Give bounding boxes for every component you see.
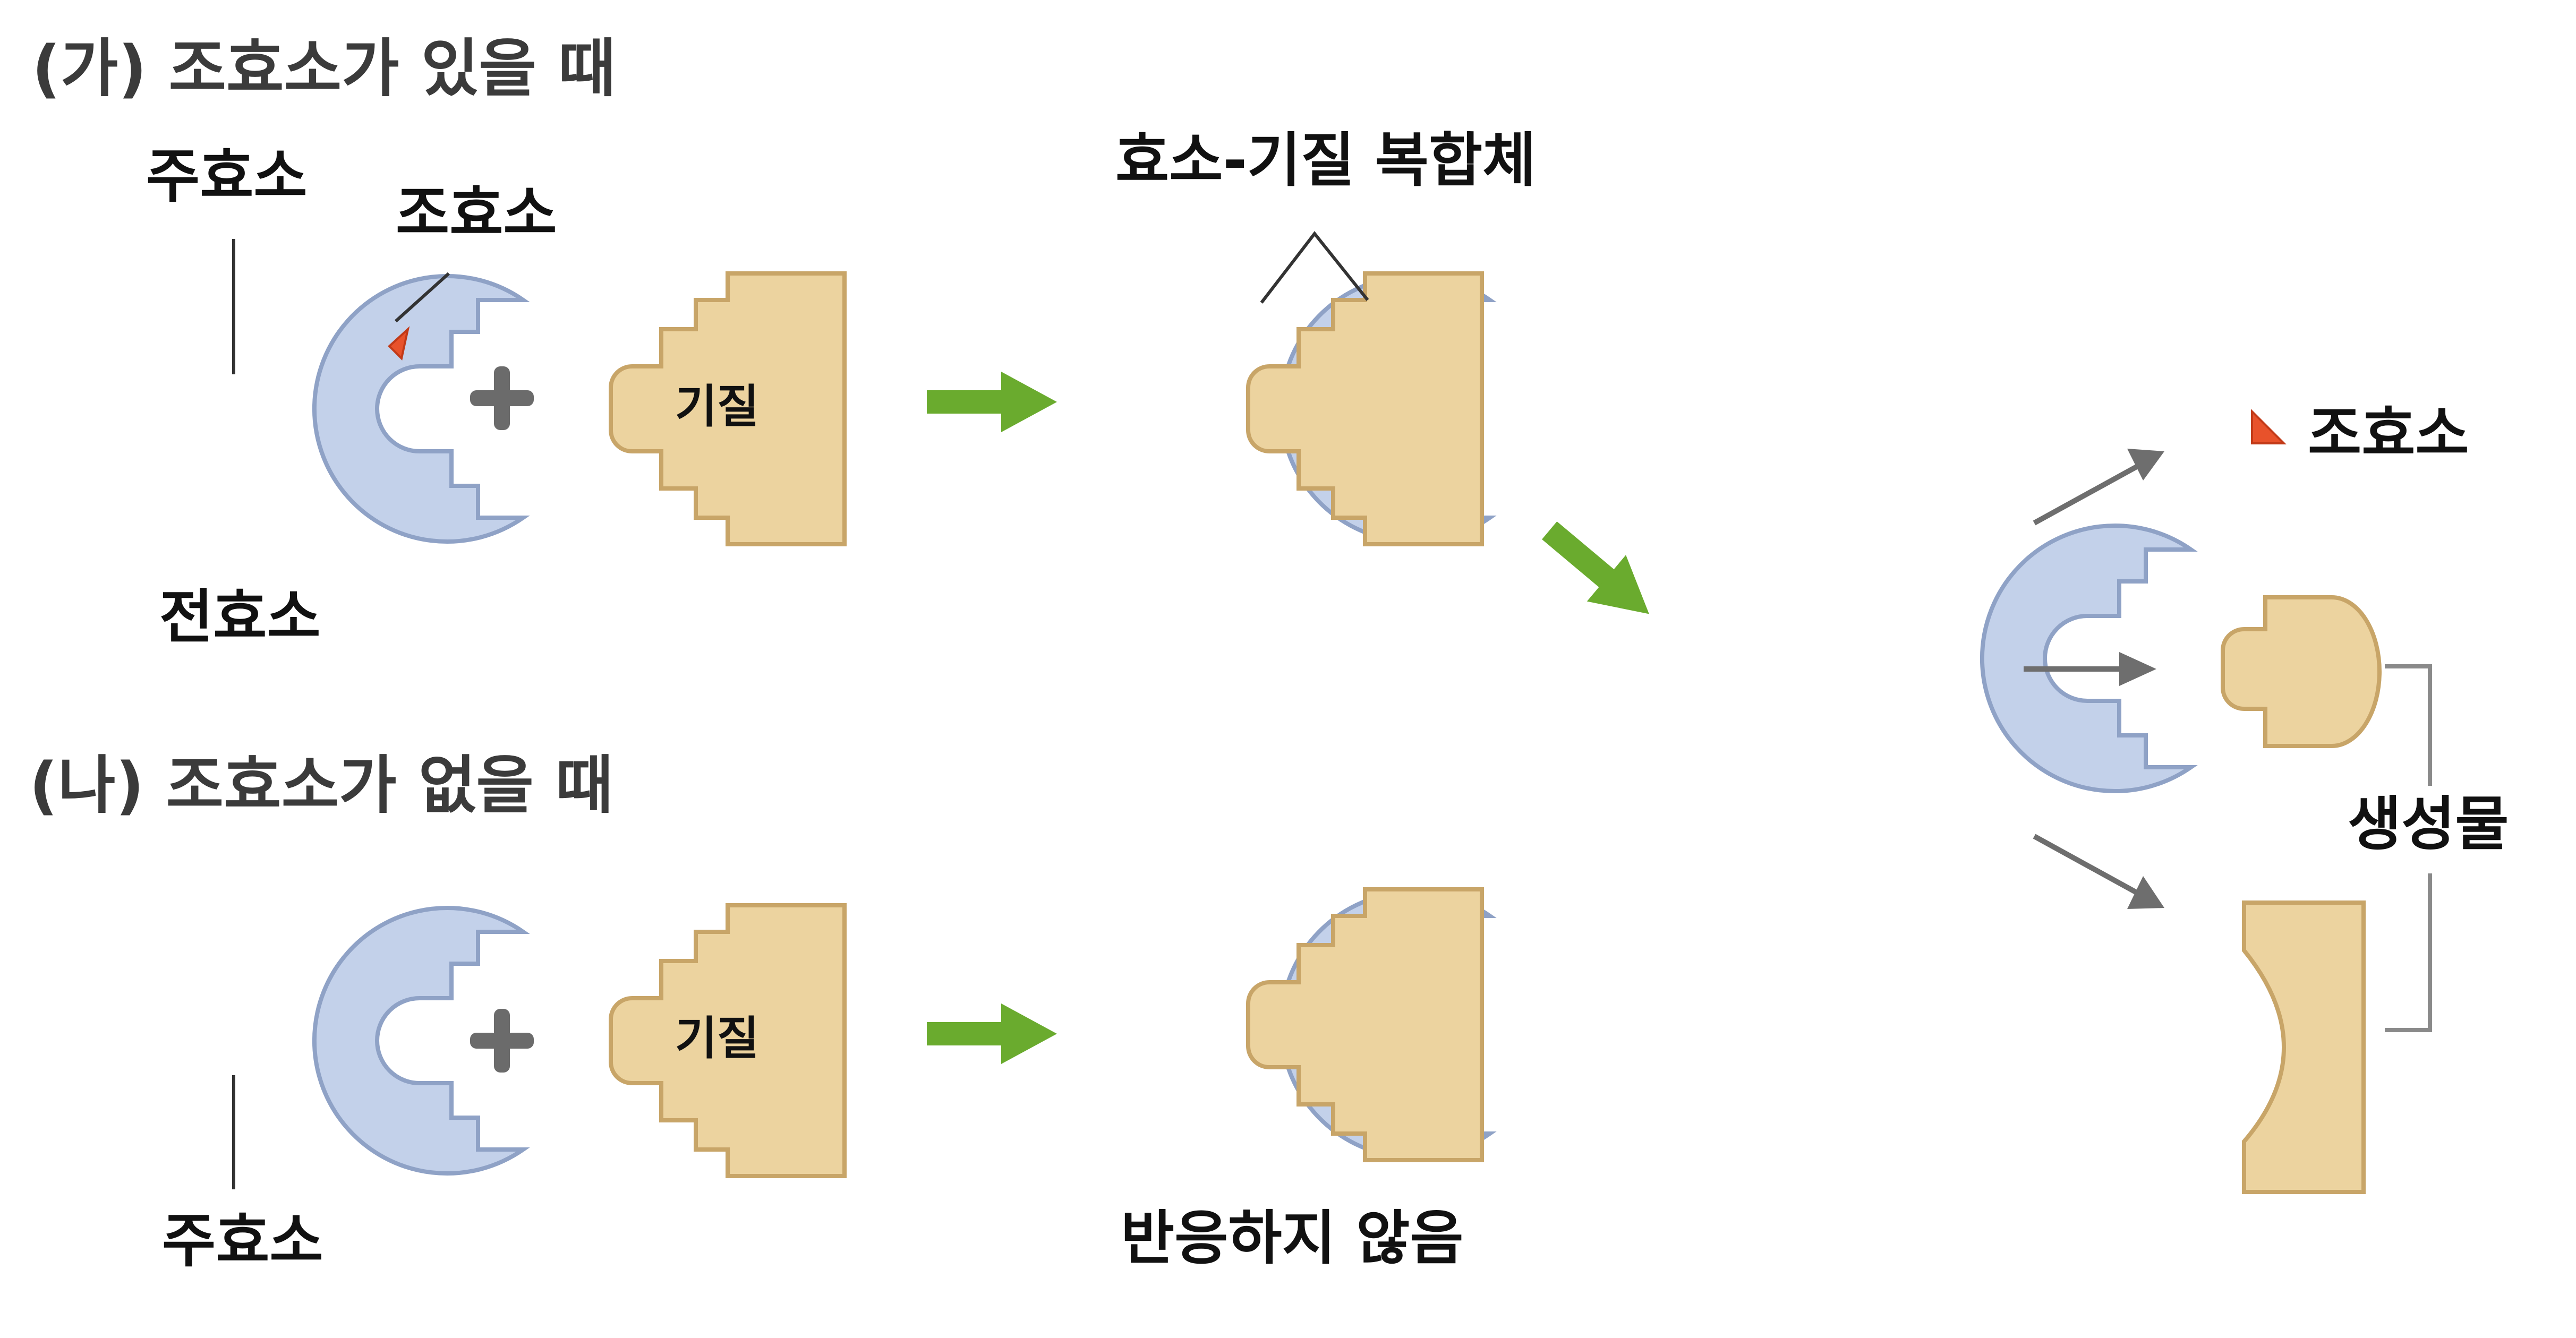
label-products: 생성물 (2348, 790, 2509, 858)
coenzyme-shape-a (388, 326, 410, 361)
leader-es-complex (1260, 231, 1369, 304)
title-without-coenzyme: (나) 조효소가 없을 때 (29, 749, 613, 822)
no-reaction-pair (1248, 889, 1490, 1160)
substrate-b: 기질 (611, 905, 845, 1176)
enzyme-substrate-complex (1248, 273, 1490, 544)
arrow-right-icon-a (927, 372, 1057, 432)
label-substrate-a: 기질 (675, 380, 759, 433)
label-apoenzyme-a: 주효소 (146, 142, 308, 210)
product-1-shape (2221, 595, 2382, 748)
label-coenzyme-a: 조효소 (396, 179, 557, 247)
arrow-right-icon-b (927, 1004, 1057, 1064)
products-bracket-top (2385, 664, 2432, 786)
released-enzyme-shape (1982, 526, 2191, 791)
products-bracket-bottom (2385, 873, 2432, 1032)
title-with-coenzyme: (가) 조효소가 있을 때 (32, 32, 616, 105)
label-es-complex: 효소-기질 복합체 (1115, 126, 1536, 194)
label-holoenzyme: 전효소 (159, 583, 321, 651)
label-apoenzyme-b: 주효소 (162, 1207, 323, 1275)
plus-icon-b (470, 1009, 534, 1073)
arrow-to-product-1-icon (2024, 652, 2156, 686)
arrow-to-coenzyme-icon (2033, 449, 2164, 526)
complex-substrate-shape (1248, 273, 1482, 544)
holoenzyme (314, 276, 523, 542)
plus-icon-a (470, 366, 534, 430)
arrow-down-right-icon (1542, 521, 1649, 614)
released-enzyme (1982, 526, 2191, 791)
label-substrate-b: 기질 (675, 1012, 759, 1065)
leader-coenzyme-a (394, 272, 450, 323)
coenzyme-product-shape (2251, 409, 2287, 444)
label-coenzyme-out: 조효소 (2308, 400, 2469, 468)
unbound-substrate-shape (1248, 889, 1482, 1160)
arrow-to-product-2-icon (2033, 834, 2164, 909)
label-no-reaction: 반응하지 않음 (1121, 1204, 1464, 1272)
product-2-shape (2242, 900, 2366, 1194)
apoenzyme-shape-a (314, 276, 523, 542)
substrate-a: 기질 (611, 273, 845, 544)
